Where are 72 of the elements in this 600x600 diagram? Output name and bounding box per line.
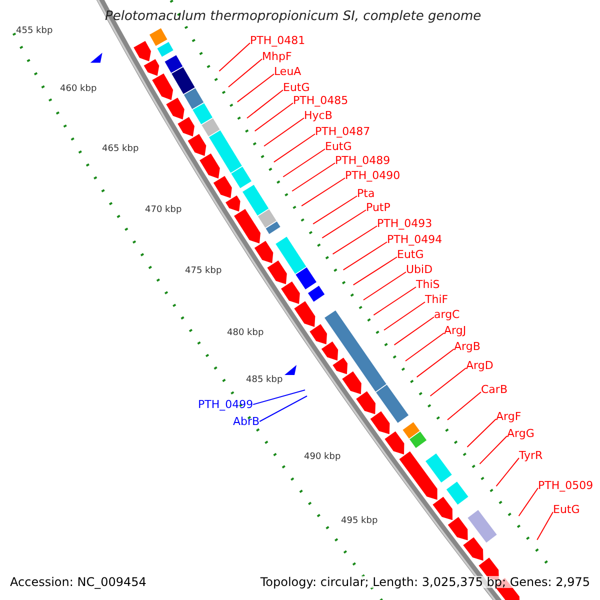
gene-label: PTH_0489: [335, 155, 390, 166]
genome-summary-text: Topology: circular; Length: 3,025,375 bp; Genes: 2,975: [260, 576, 590, 588]
leader-line: [252, 390, 306, 405]
gene-label: Pta: [357, 188, 375, 199]
leader-line: [479, 436, 508, 464]
leader-line: [518, 488, 538, 516]
leader-line: [322, 210, 366, 238]
gene-label: PTH_0481: [250, 35, 306, 46]
scale-label: 465 kbp: [102, 145, 139, 154]
leader-line: [466, 418, 496, 448]
leader-line: [430, 368, 466, 396]
leader-line: [312, 196, 358, 224]
gene-label: CarB: [481, 384, 508, 395]
scale-label: 485 kbp: [246, 376, 283, 385]
gene-label: ArgB: [454, 341, 480, 352]
leader-line: [404, 332, 444, 362]
gene-label: PTH_0509: [538, 480, 594, 491]
leader-line: [416, 348, 454, 378]
leader-line: [282, 148, 326, 178]
leader-line: [384, 302, 426, 331]
gene-label: ArgF: [496, 411, 522, 422]
leader-line: [352, 256, 398, 286]
leader-line: [301, 178, 346, 206]
gene-label: argC: [434, 309, 460, 320]
gene-label: EutG: [325, 141, 352, 152]
gene-label: EutG: [283, 82, 310, 93]
scale-label: 460 kbp: [60, 85, 97, 94]
gene-label: EutG: [553, 504, 580, 515]
leader-line: [259, 396, 308, 422]
title: Pelotomaculum thermopropionicum SI, complete genome: [105, 10, 482, 23]
leader-line: [362, 272, 406, 300]
leader-line: [332, 226, 378, 255]
leader-line: [292, 162, 336, 192]
scale-label: 475 kbp: [185, 267, 222, 276]
gene-label: PTH_0487: [315, 126, 370, 137]
gene-label: ArgD: [466, 360, 494, 371]
leader-line: [228, 58, 262, 88]
gene-label: PTH_0493: [377, 218, 432, 229]
gene-label: PutP: [366, 202, 390, 213]
leader-line: [342, 242, 388, 270]
leader-line: [273, 134, 316, 163]
gene-label: UbiD: [406, 264, 433, 275]
gene-label: ThiS: [416, 279, 440, 290]
gene-label: PTH_0494: [387, 234, 442, 245]
leader-line: [264, 118, 304, 147]
leader-line: [236, 74, 274, 102]
leader-line: [373, 286, 416, 316]
gene-label: PTH_0485: [293, 95, 348, 106]
scale-label: 495 kbp: [341, 517, 378, 526]
leader-line: [218, 42, 250, 72]
scale-label: 490 kbp: [304, 453, 341, 462]
leader-line: [254, 102, 294, 132]
leader-line: [446, 392, 482, 420]
accession-text: Accession: NC_009454: [10, 576, 146, 588]
gene-label: ArgG: [507, 428, 534, 439]
scale-label: 455 kbp: [16, 27, 53, 36]
gene-label: HycB: [304, 110, 332, 121]
gene-label: LeuA: [274, 66, 302, 77]
scale-label: 470 kbp: [145, 206, 182, 215]
leader-line: [246, 90, 284, 119]
scale-label: 480 kbp: [227, 329, 264, 338]
gene-label: PTH_0490: [345, 170, 400, 181]
gene-label: ArgJ: [444, 325, 466, 336]
leader-line: [394, 316, 434, 346]
gene-label: ThiF: [425, 294, 448, 305]
gene-label: TyrR: [519, 450, 543, 461]
gene-label: EutG: [397, 249, 424, 260]
gene-label: AbrB: [233, 416, 260, 427]
gene-label: PTH_0499: [198, 399, 254, 410]
gene-label: MhpF: [262, 51, 292, 62]
leader-line: [496, 458, 520, 487]
leader-line: [536, 512, 554, 540]
